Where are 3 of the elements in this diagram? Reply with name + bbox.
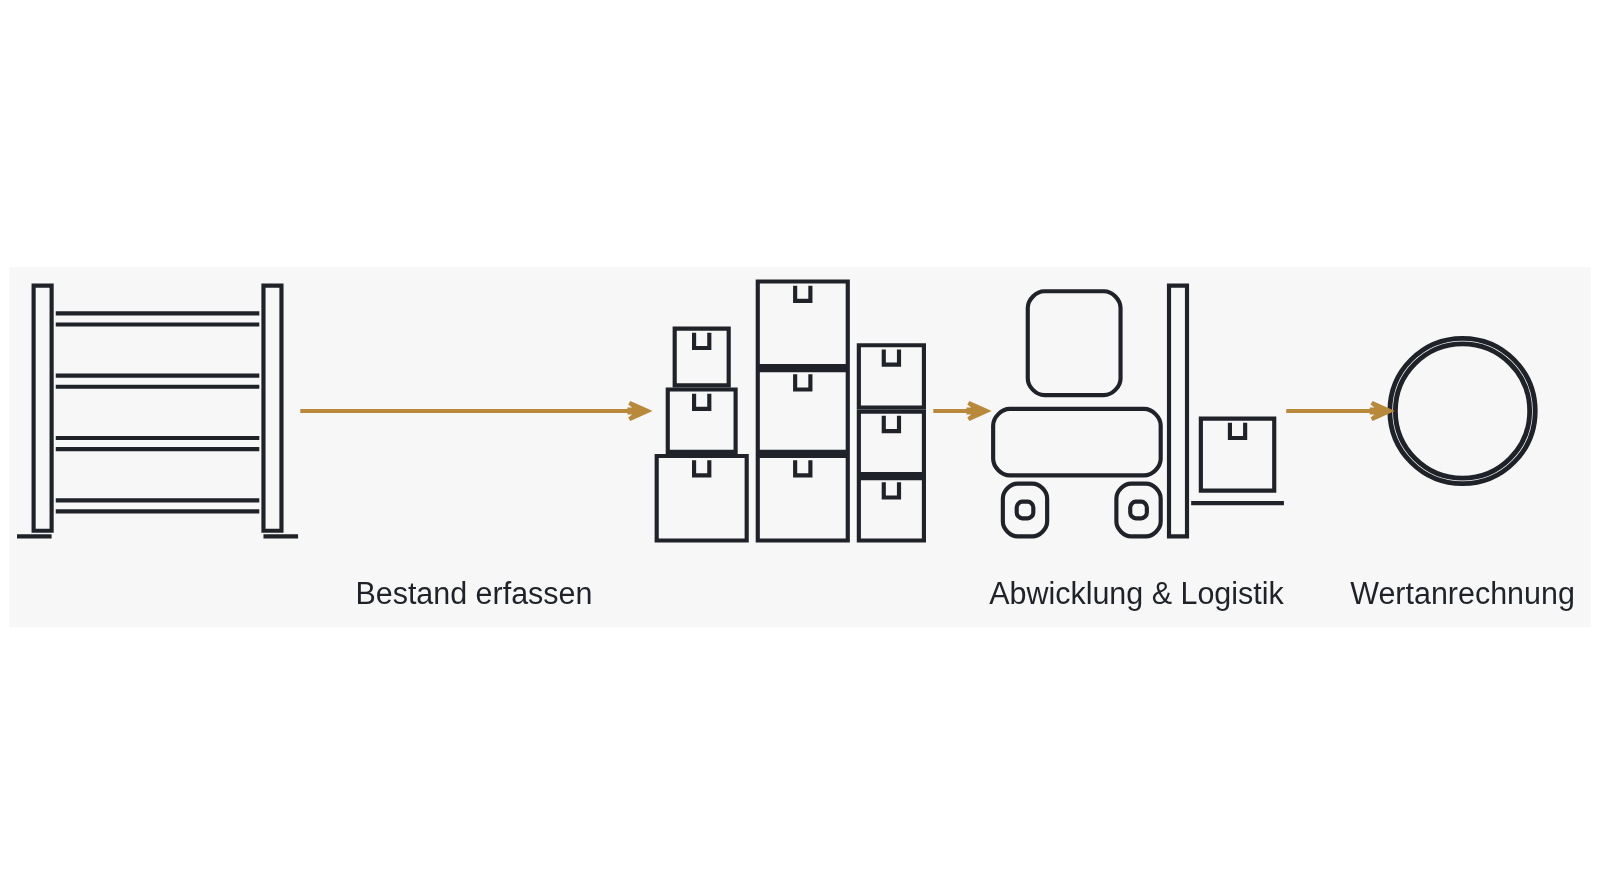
node-label: Wertanrechnung xyxy=(1350,575,1575,610)
label: Bestand erfassen xyxy=(355,575,593,610)
node-label: Abwicklung & Logistik xyxy=(989,575,1284,610)
